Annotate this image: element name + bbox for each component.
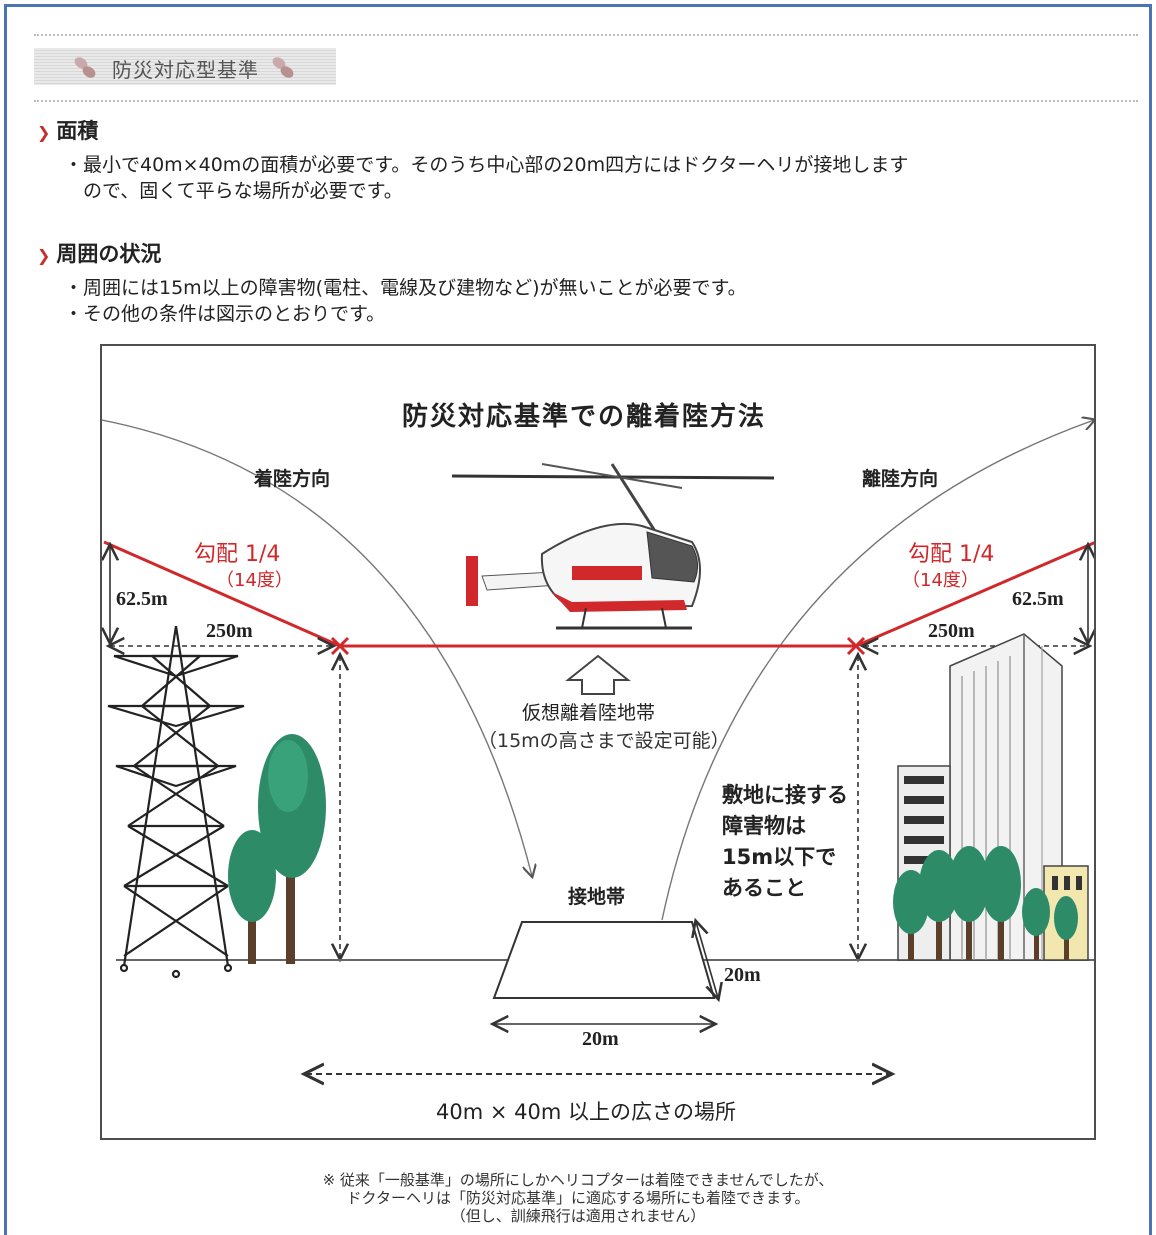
section-heading-box: 防災対応型基準: [34, 48, 336, 85]
up-arrow-icon: [565, 654, 631, 695]
section-title-area: ❯面積: [37, 119, 99, 143]
area-label: 40m × 40m 以上の広さの場所: [436, 1100, 736, 1124]
area-text-line-2: ので、固くて平らな場所が必要です。: [64, 180, 403, 202]
pill-icon-right: [272, 57, 294, 78]
slope-right-label: 勾配 1/4: [908, 542, 995, 567]
tree-icon: [893, 846, 1078, 960]
approach-slope-right: [855, 541, 1094, 648]
pad-depth-label: 20m: [724, 964, 761, 986]
page-title: 防災対応型基準: [112, 58, 259, 82]
chevron-right-icon: ❯: [37, 123, 51, 142]
touchdown-pad: [492, 921, 716, 999]
helicopter-icon: [451, 463, 775, 630]
slope-left-label: 勾配 1/4: [194, 542, 281, 567]
takeoff-direction-label: 離陸方向: [862, 468, 939, 490]
height-right-label: 62.5m: [1012, 588, 1064, 610]
pad-depth-arrow: [696, 922, 718, 998]
approach-slope-left: [103, 540, 341, 648]
touchdown-zone-label: 接地帯: [568, 886, 626, 908]
virtual-zone-label: 仮想離着陸地帯: [522, 702, 656, 724]
area-text-line-1: ・最小で40m×40mの面積が必要です。そのうち中心部の20m四方にはドクターヘ…: [64, 154, 909, 176]
tree-icon: [228, 734, 326, 964]
pad-width-label: 20m: [582, 1028, 619, 1050]
height-left-label: 62.5m: [116, 588, 168, 610]
virtual-zone-note: （15mの高さまで設定可能）: [478, 730, 730, 752]
chevron-right-icon: ❯: [37, 246, 51, 265]
section-title-surroundings: ❯周囲の状況: [37, 242, 162, 266]
landing-diagram: 防災対応基準での離着陸方法 着陸方向 離陸方向 勾配 1/4 （14度） 勾配 …: [100, 344, 1096, 1140]
diagram-title: 防災対応基準での離着陸方法: [402, 402, 767, 432]
landing-arc: [102, 419, 532, 876]
footnote-line-2: ドクターヘリは「防災対応基準」に適応する場所にも着陸できます。: [346, 1189, 810, 1207]
takeoff-arc: [661, 420, 1094, 921]
slope-left-degree: （14度）: [216, 570, 293, 591]
footnote-line-1: ※ 従来「一般基準」の場所にしかヘリコプターは着陸できませんでしたが、: [322, 1171, 834, 1189]
pill-icon-left: [74, 57, 96, 78]
divider-heading: [34, 100, 1138, 102]
surroundings-text-line-1: ・周囲には15m以上の障害物(電柱、電線及び建物など)が無いことが必要です。: [64, 277, 747, 299]
distance-right-label: 250m: [928, 620, 975, 642]
landing-direction-label: 着陸方向: [254, 468, 331, 490]
surroundings-text-line-2: ・その他の条件は図示のとおりです。: [64, 303, 386, 325]
distance-left-label: 250m: [206, 620, 253, 642]
slope-right-degree: （14度）: [902, 570, 979, 591]
divider-top: [34, 34, 1138, 36]
footnote-line-3: （但し、訓練飛行は適用されません）: [450, 1207, 706, 1225]
power-tower-icon: [107, 625, 245, 979]
obstacle-note: 敷地に接する 障害物は 15m以下で あること: [722, 783, 848, 900]
